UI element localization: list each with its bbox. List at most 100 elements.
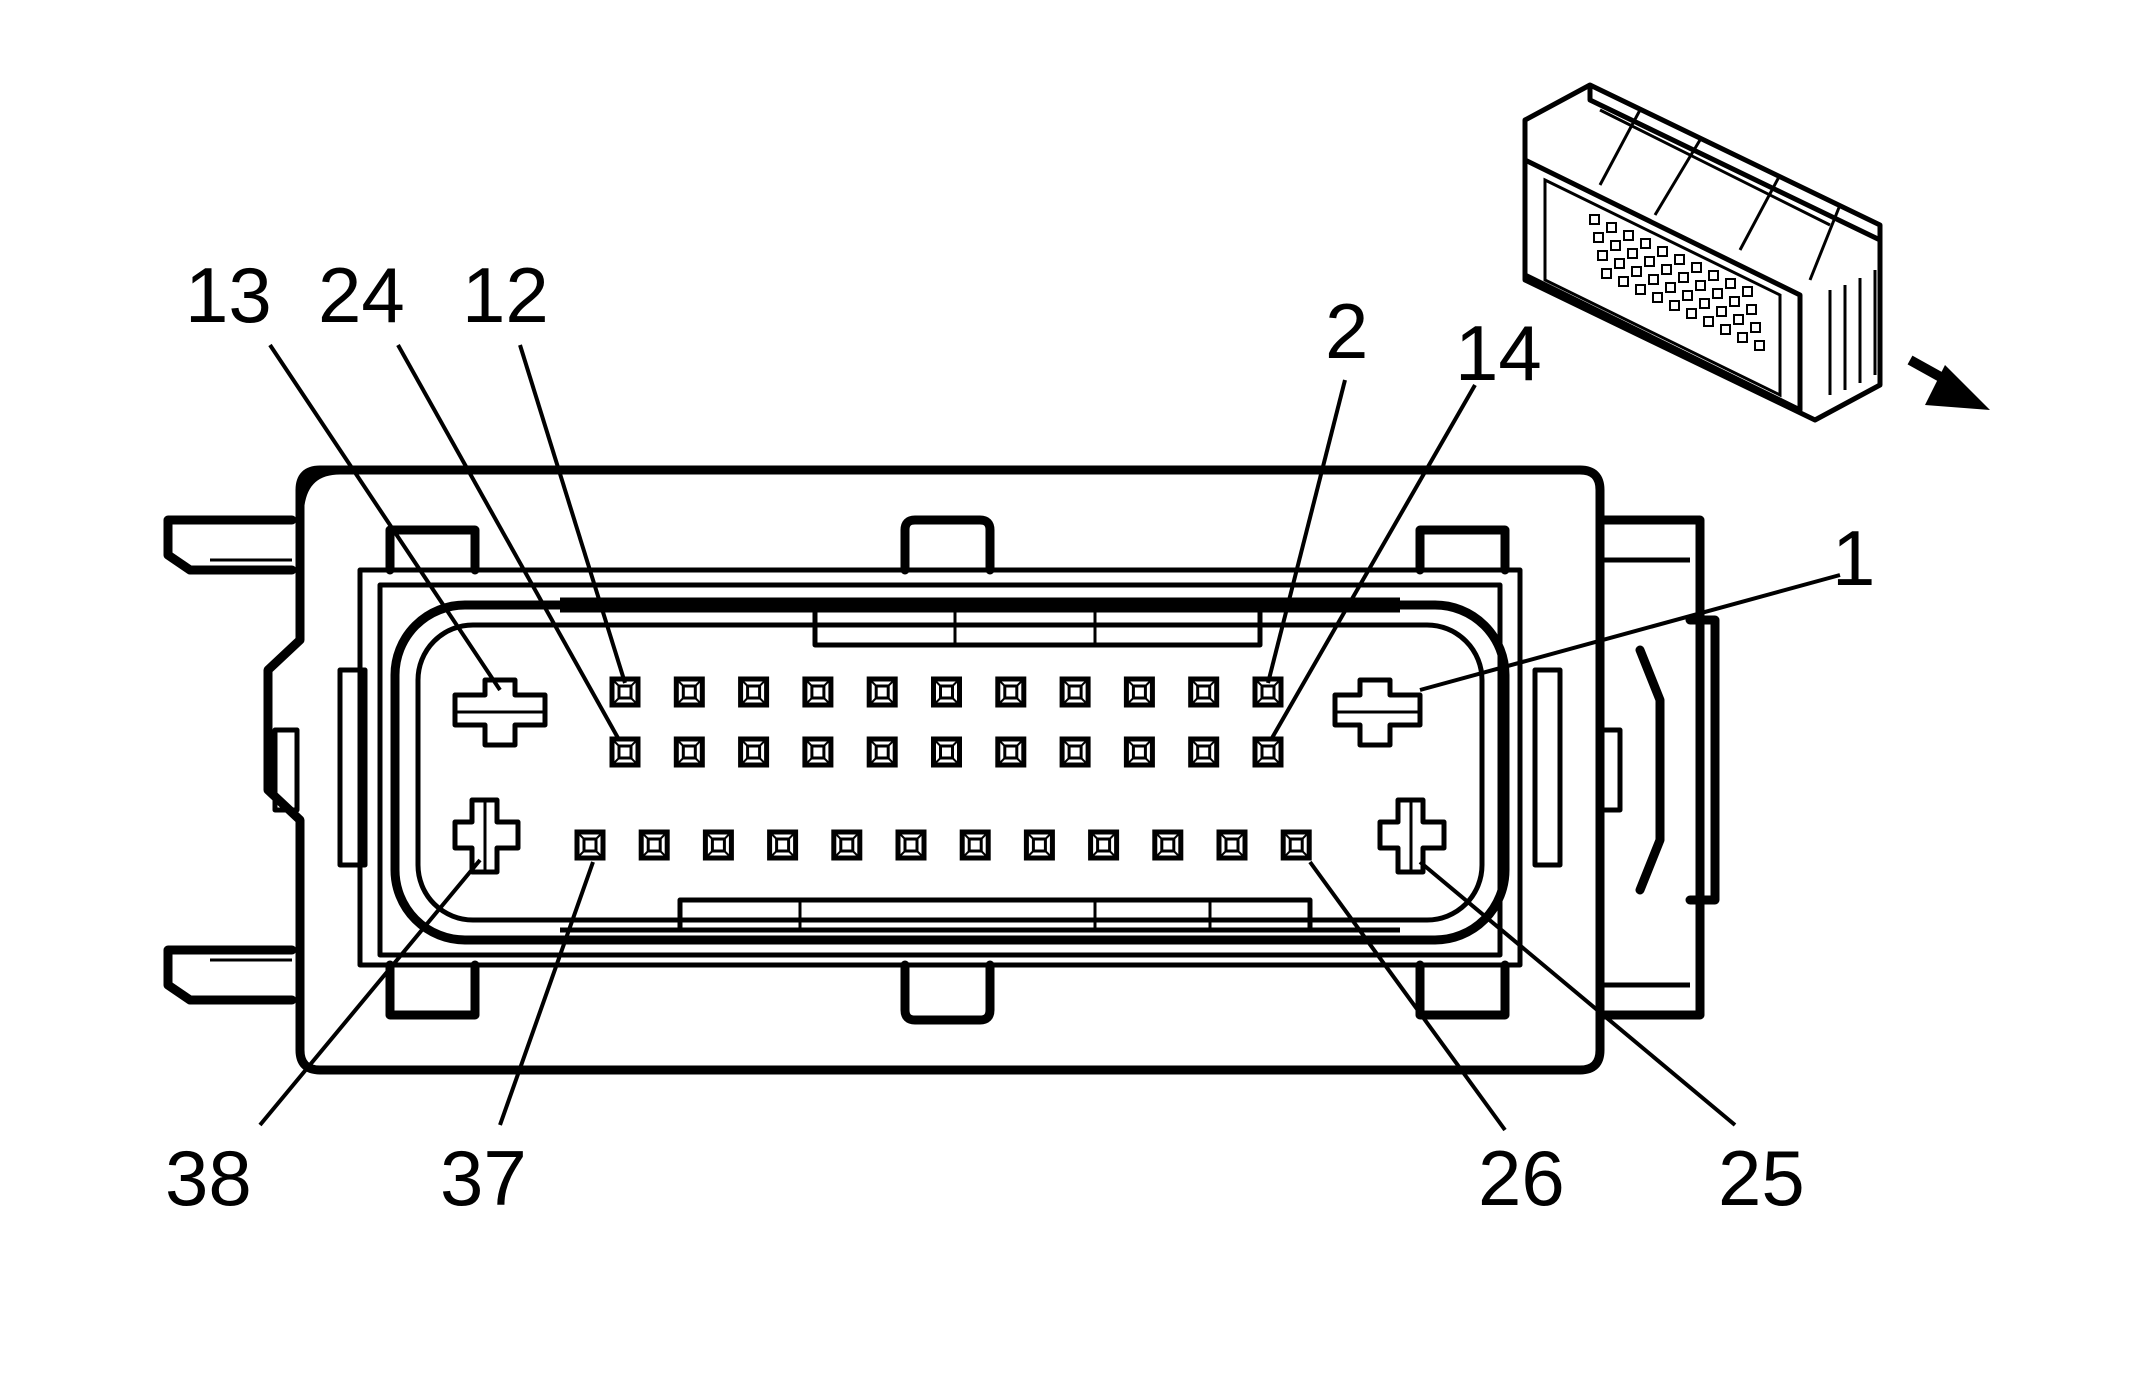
- leader-38: [258, 858, 482, 1127]
- thumbnail-terminal: [1733, 314, 1744, 325]
- leader-13: [268, 343, 502, 692]
- connector-isometric-thumbnail: [1522, 82, 1883, 423]
- thumbnail-terminal: [1754, 340, 1765, 351]
- leader-14: [1270, 384, 1477, 739]
- terminal-bottom-row: [895, 829, 927, 861]
- terminal-top-row: [673, 676, 705, 708]
- terminal-bottom-row: [959, 829, 991, 861]
- thumbnail-terminal: [1750, 322, 1761, 333]
- pin-label-24: 24: [318, 251, 405, 339]
- thumbnail-terminal: [1716, 306, 1727, 317]
- pin-label-13: 13: [185, 251, 272, 339]
- thumbnail-terminal: [1746, 304, 1757, 315]
- terminal-top-row: [931, 676, 962, 708]
- pin-label-26: 26: [1478, 1134, 1565, 1222]
- terminal-bottom-row: [1088, 829, 1120, 861]
- terminal-bottom-row: [1280, 829, 1312, 861]
- terminal-top-row: [1188, 676, 1220, 708]
- pin-label-25: 25: [1718, 1134, 1805, 1222]
- pin-label-14: 14: [1455, 309, 1542, 397]
- thumbnail-terminal: [1661, 264, 1672, 275]
- terminal-middle-row: [1059, 736, 1091, 768]
- pin-label-12: 12: [462, 251, 549, 339]
- terminal-middle-row: [802, 736, 834, 768]
- thumbnail-terminal: [1708, 270, 1719, 281]
- terminal-middle-row: [609, 736, 641, 768]
- terminal-middle-row: [1188, 736, 1220, 768]
- terminal-top-row: [1123, 676, 1155, 708]
- thumbnail-terminal: [1627, 248, 1638, 259]
- thumbnail-terminal: [1614, 258, 1625, 269]
- thumbnail-terminal: [1737, 332, 1748, 343]
- pin-label-38: 38: [165, 1134, 252, 1222]
- large-terminal-1: [1332, 677, 1423, 748]
- thumbnail-terminal-grid: [1589, 214, 1765, 351]
- thumbnail-terminal: [1669, 300, 1680, 311]
- thumbnail-terminal: [1729, 296, 1740, 307]
- large-terminal-13: [452, 677, 548, 748]
- terminal-bottom-row: [574, 829, 606, 861]
- terminal-middle-row: [995, 736, 1027, 768]
- thumbnail-terminal: [1691, 262, 1702, 273]
- leader-12: [518, 344, 627, 684]
- terminal-middle-row: [673, 736, 705, 768]
- thumbnail-terminal: [1593, 232, 1604, 243]
- thumbnail-terminal: [1695, 280, 1706, 291]
- leader-1: [1419, 573, 1841, 692]
- leader-37: [498, 861, 595, 1126]
- large-terminal-25: [1377, 797, 1447, 875]
- terminal-top-row: [866, 676, 898, 708]
- thumbnail-terminal: [1606, 222, 1617, 233]
- thumbnail-terminal: [1597, 250, 1608, 261]
- thumbnail-terminal: [1601, 268, 1612, 279]
- thumbnail-terminal: [1631, 266, 1642, 277]
- thumbnail-terminal: [1665, 282, 1676, 293]
- thumbnail-terminal: [1644, 256, 1655, 267]
- leader-2: [1266, 379, 1347, 684]
- terminal-bottom-row: [1152, 829, 1184, 861]
- terminal-top-row: [995, 676, 1027, 708]
- thumbnail-terminal: [1674, 254, 1685, 265]
- terminal-bottom-row: [638, 829, 670, 861]
- pin-label-1: 1: [1832, 514, 1875, 602]
- terminal-middle-row: [1123, 736, 1155, 768]
- thumbnail-terminal: [1686, 308, 1697, 319]
- thumbnail-terminal: [1678, 272, 1689, 283]
- thumbnail-terminal: [1699, 298, 1710, 309]
- leader-25: [1418, 860, 1737, 1127]
- pin-label-37: 37: [440, 1134, 527, 1222]
- thumbnail-terminal: [1618, 276, 1629, 287]
- terminal-bottom-row: [1216, 829, 1248, 861]
- terminal-bottom-row: [702, 829, 734, 861]
- connector-housing: [163, 465, 1720, 1075]
- leader-lines: [258, 343, 1841, 1132]
- large-terminal-38: [452, 797, 521, 875]
- thumbnail-terminal: [1589, 214, 1600, 225]
- thumbnail-terminal: [1712, 288, 1723, 299]
- thumbnail-terminal: [1648, 274, 1659, 285]
- terminal-middle-row: [931, 736, 962, 768]
- terminal-bottom-row: [1023, 829, 1055, 861]
- terminal-middle-row: [866, 736, 898, 768]
- terminal-middle-row: [738, 736, 770, 768]
- thumbnail-terminal: [1652, 292, 1663, 303]
- thumbnail-terminal: [1725, 278, 1736, 289]
- terminal-top-row: [1059, 676, 1091, 708]
- thumbnail-terminal: [1610, 240, 1621, 251]
- arrow-down-right-icon: [1907, 355, 1990, 410]
- terminal-top-row: [738, 676, 770, 708]
- terminal-bottom-row: [831, 829, 863, 861]
- terminal-grid: [574, 676, 1312, 861]
- terminal-top-row: [802, 676, 834, 708]
- thumbnail-terminal: [1657, 246, 1668, 257]
- pin-label-2: 2: [1325, 287, 1368, 375]
- thumbnail-terminal: [1720, 324, 1731, 335]
- thumbnail-terminal: [1640, 238, 1651, 249]
- thumbnail-terminal: [1635, 284, 1646, 295]
- thumbnail-terminal: [1623, 230, 1634, 241]
- terminal-middle-row: [1252, 736, 1284, 768]
- thumbnail-terminal: [1703, 316, 1714, 327]
- terminal-bottom-row: [767, 829, 799, 861]
- thumbnail-terminal: [1742, 286, 1753, 297]
